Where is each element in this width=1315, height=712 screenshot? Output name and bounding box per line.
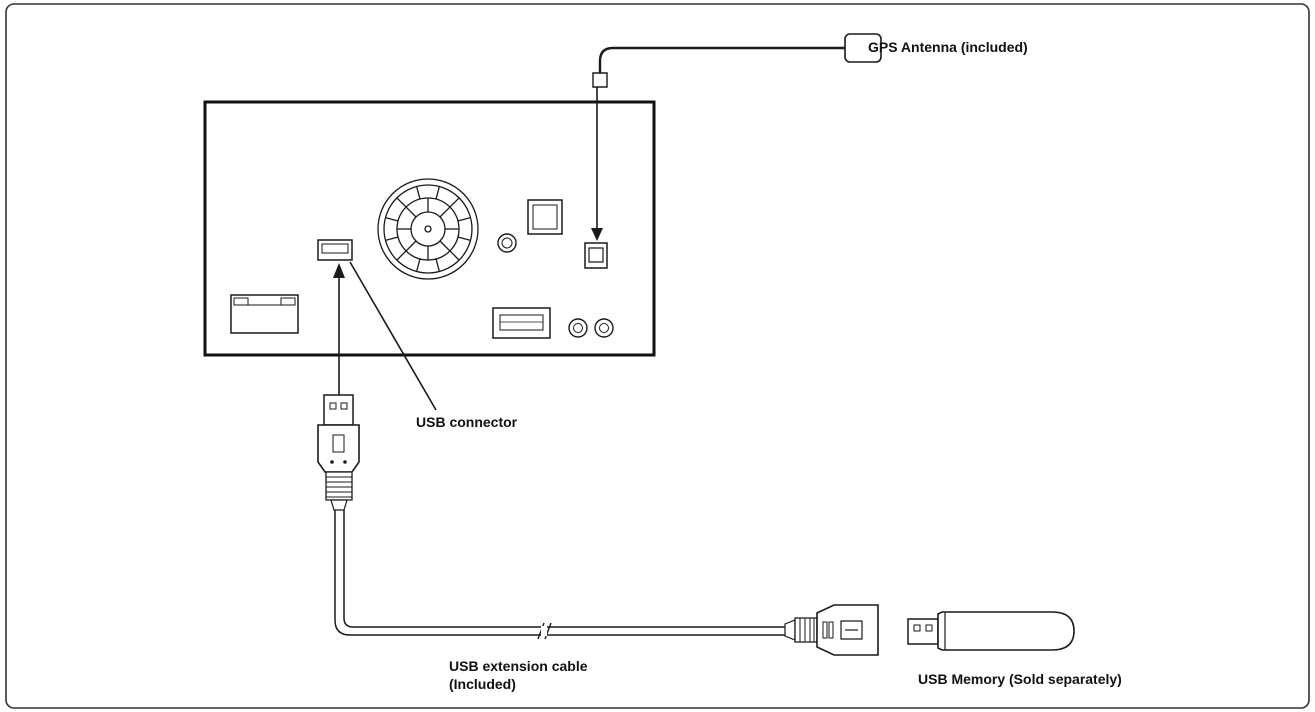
fan-spoke [450, 198, 459, 207]
usb-plug-arrow [333, 263, 345, 395]
square-connector [528, 200, 562, 234]
usb-extension-receptacle [785, 605, 878, 655]
usb-extension-cable-label-line2: (Included) [449, 676, 516, 692]
fan-spoke [450, 251, 459, 260]
usb-memory-stick [908, 612, 1074, 650]
fan-spoke [436, 259, 439, 272]
fan-spoke [440, 207, 450, 217]
fan-spoke [458, 237, 471, 240]
fan-spoke [458, 218, 471, 221]
fan-spoke [417, 259, 420, 272]
cooling-fan [378, 179, 478, 279]
gps-input-port [585, 243, 607, 268]
fan-spoke [397, 198, 406, 207]
usb-extension-cable-label: USB extension cable (Included) [449, 657, 588, 693]
usb-extension-cable-label-line1: USB extension cable [449, 658, 588, 674]
usb-connector-label: USB connector [416, 414, 518, 430]
head-unit-rear-panel [205, 102, 654, 355]
diagram-frame [6, 4, 1309, 708]
fan-spoke [440, 241, 450, 251]
fan-spoke [386, 218, 399, 221]
usb-extension-cable [335, 510, 785, 639]
fan-spoke [406, 207, 416, 217]
wide-connector [493, 308, 550, 338]
usb-connector-leader [350, 262, 436, 410]
usb-memory-label: USB Memory (Sold separately) [918, 671, 1122, 687]
usb-extension-plug [318, 395, 359, 510]
fan-spoke [406, 241, 416, 251]
fan-spoke [386, 237, 399, 240]
fan-spoke [417, 187, 420, 200]
gps-antenna [591, 34, 881, 241]
gps-antenna-label: GPS Antenna (included) [868, 39, 1028, 55]
fan-spoke [436, 187, 439, 200]
usb-port [318, 240, 352, 260]
rca-jacks [569, 319, 613, 337]
round-port [498, 234, 516, 252]
network-port [231, 295, 298, 333]
fan-spoke [397, 251, 406, 260]
